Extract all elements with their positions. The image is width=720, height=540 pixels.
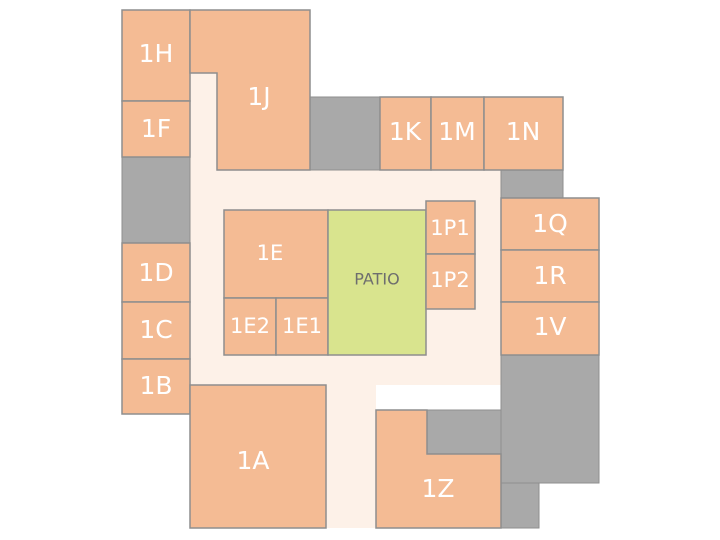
room-1q[interactable] — [500, 197, 600, 251]
room-1v[interactable] — [500, 301, 600, 356]
room-1m[interactable] — [430, 96, 485, 171]
service-area — [500, 482, 540, 529]
room-1r[interactable] — [500, 249, 600, 303]
room-1n[interactable] — [483, 96, 564, 171]
room-1p1[interactable] — [425, 200, 476, 255]
room-1z[interactable] — [375, 409, 502, 529]
room-1f[interactable] — [121, 100, 191, 158]
room-1b[interactable] — [121, 358, 191, 415]
room-1e1[interactable] — [275, 297, 329, 356]
service-area — [309, 96, 381, 171]
room-1k[interactable] — [379, 96, 432, 171]
room-1a[interactable] — [189, 384, 327, 529]
room-1e2[interactable] — [223, 297, 277, 356]
room-1j[interactable] — [189, 9, 311, 171]
service-area — [500, 354, 600, 484]
patio[interactable] — [327, 209, 427, 356]
room-1d[interactable] — [121, 242, 191, 303]
room-1p2[interactable] — [425, 253, 476, 310]
service-area — [500, 169, 564, 199]
room-1h[interactable] — [121, 9, 191, 102]
room-1e[interactable] — [223, 209, 329, 299]
service-area — [426, 409, 502, 455]
room-1c[interactable] — [121, 301, 191, 360]
service-area — [121, 156, 191, 244]
